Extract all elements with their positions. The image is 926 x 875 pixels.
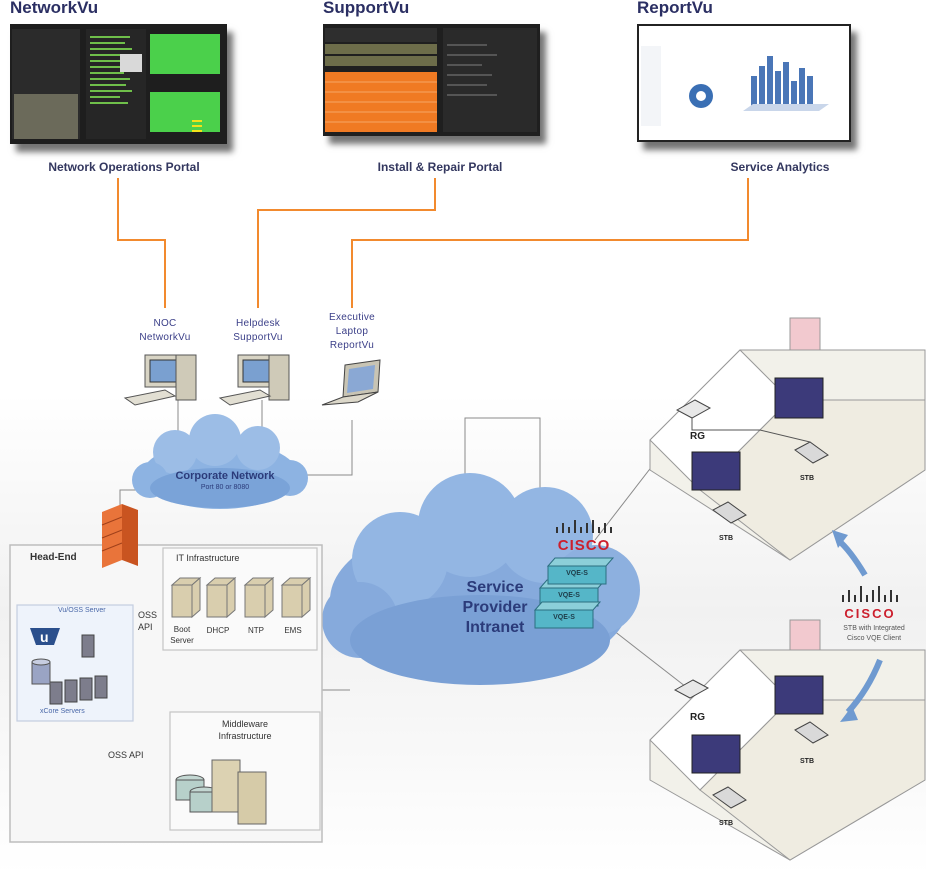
house-2 [649, 619, 926, 861]
service-analytics-label: Service Analytics [730, 160, 830, 174]
callout-arrow-head-down [840, 706, 858, 722]
corporate-network-cloud [132, 414, 308, 509]
vqe-label-2: VQE-S [558, 592, 580, 599]
house1-stb-label-2: STB [719, 535, 733, 542]
noc-computer-icon [123, 354, 197, 406]
reportvu-title: ReportVu [637, 0, 713, 17]
supportvu-title: SupportVu [323, 0, 410, 17]
oss-api-label-2: OSS API [108, 750, 144, 760]
database-icon [31, 658, 51, 685]
firewall-icon [101, 504, 138, 568]
vqe-label-3: VQE-S [553, 614, 575, 621]
networkvu-screenshot [10, 24, 227, 144]
svg-text:u: u [40, 629, 49, 645]
network-operations-portal-label: Network Operations Portal [48, 160, 200, 174]
house1-stb-label-1: STB [800, 475, 814, 482]
house-1 [649, 317, 926, 561]
corporate-network-subtitle: Port 80 or 8080 [200, 484, 250, 491]
xcore-servers-label: xCore Servers [40, 708, 85, 715]
it-servers-icons [170, 576, 312, 619]
vqe-stack-icon [533, 557, 615, 629]
corporate-network-title: Corporate Network [175, 470, 275, 482]
cisco-logo-icon-right [842, 586, 898, 602]
supportvu-screenshot [323, 24, 540, 136]
reportvu-screenshot [637, 24, 851, 142]
headend-title: Head-End [30, 552, 77, 563]
laptop-icon [321, 359, 381, 406]
it-infrastructure-title: IT Infrastructure [176, 553, 240, 563]
vu-oss-server-label: Vu/OSS Server [58, 607, 106, 614]
install-repair-portal-label: Install & Repair Portal [377, 160, 503, 174]
house1-rg-label: RG [690, 431, 705, 442]
cisco-wordmark-cloud: CISCO [557, 537, 611, 554]
cisco-wordmark-right: CISCO [844, 606, 896, 621]
xcore-servers-icons [49, 634, 108, 705]
house2-stb-label-1: STB [800, 758, 814, 765]
middleware-servers-icons [175, 759, 267, 825]
house2-rg-label: RG [690, 712, 705, 723]
vqe-label-1: VQE-S [566, 570, 588, 577]
house2-stb-label-2: STB [719, 820, 733, 827]
dhcp-label: DHCP [206, 626, 230, 635]
ntp-label: NTP [248, 626, 264, 635]
ems-label: EMS [284, 626, 302, 635]
networkvu-title: NetworkVu [10, 0, 99, 17]
vu-logo-icon: u [30, 628, 60, 645]
cisco-logo-icon-cloud [556, 520, 612, 533]
boot-server-label: Boot Server [170, 625, 194, 645]
portal-connectors [117, 178, 749, 308]
callout-arrow-head-up [832, 530, 848, 548]
helpdesk-computer-icon [218, 354, 290, 406]
